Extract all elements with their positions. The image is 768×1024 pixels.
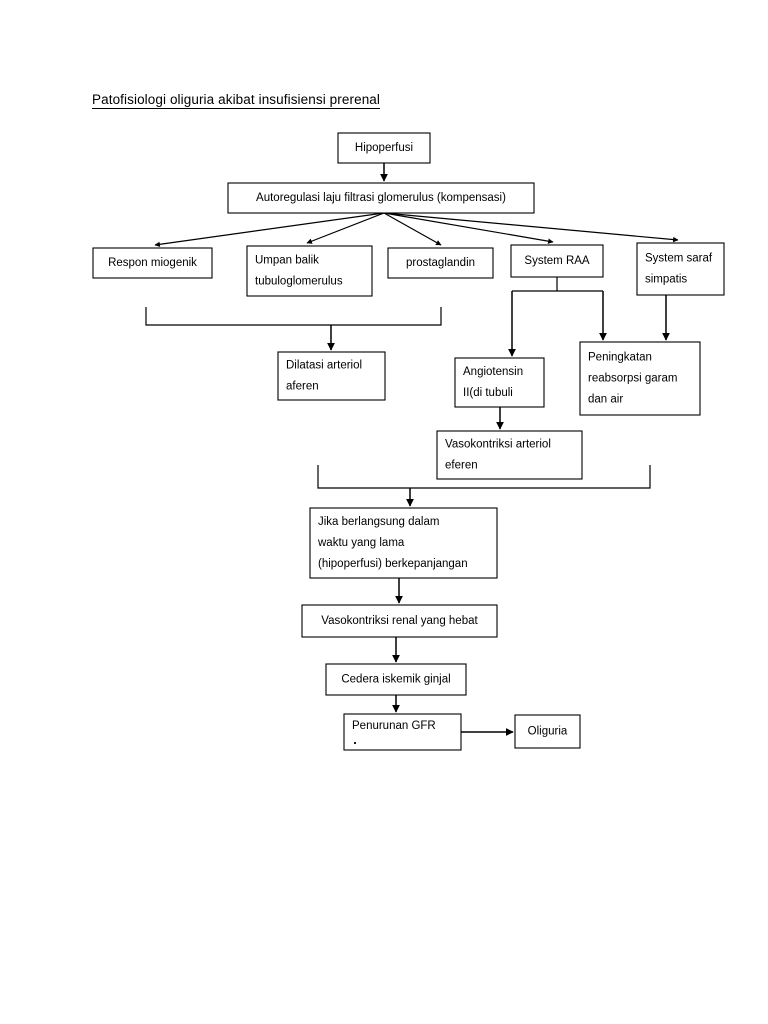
node-label-umpan-balik-line-1: Umpan balik (255, 255, 319, 267)
node-label-peningkatan-reabsorpsi-line-2: reabsorpsi garam (588, 373, 677, 385)
node-label-jika-berlangsung-line-1: Jika berlangsung dalam (318, 516, 439, 528)
node-label-cedera-iskemik: Cedera iskemik ginjal (341, 674, 450, 686)
edge-raa-split (512, 277, 603, 292)
flow-node-prostaglandin[interactable]: prostaglandin (387, 247, 494, 279)
node-box-cedera-iskemik (325, 663, 467, 696)
node-label-angiotensin-line-1: Angiotensin (463, 366, 523, 378)
edge-autoregulasi-umpan-balik (306, 212, 385, 244)
node-box-dilatasi-aferen (277, 351, 386, 401)
node-label-oliguria: Oliguria (528, 726, 568, 738)
edge-bracket-lower (317, 465, 651, 489)
node-box-system-raa (510, 244, 604, 278)
flow-node-cedera-iskemik[interactable]: Cedera iskemik ginjal (325, 663, 467, 696)
flow-node-penurunan-gfr[interactable]: Penurunan GFR (343, 713, 462, 751)
node-label-umpan-balik-line-2: tubuloglomerulus (255, 276, 343, 288)
node-box-vasokontriksi-eferen (436, 430, 583, 480)
flow-node-vasokontriksi-renal[interactable]: Vasokontriksi renal yang hebat (301, 604, 498, 638)
node-box-umpan-balik (246, 245, 373, 297)
node-box-jika-berlangsung (309, 507, 498, 579)
node-label-peningkatan-reabsorpsi-line-3: dan air (588, 394, 623, 406)
node-label-vasokontriksi-eferen-line-1: Vasokontriksi arteriol (445, 439, 551, 451)
flow-node-dilatasi-aferen[interactable]: Dilatasi arteriol aferen (277, 351, 386, 401)
flow-node-jika-berlangsung[interactable]: Jika berlangsung dalam waktu yang lama (hi… (309, 507, 498, 579)
page-title: Patofisiologi oliguria akibat insufisien… (92, 92, 381, 109)
node-label-prostaglandin: prostaglandin (406, 257, 475, 269)
stray-period-mark (353, 741, 357, 745)
flow-node-respon-miogenik[interactable]: Respon miogenik (92, 247, 213, 279)
edge-autoregulasi-saraf-simpatis (383, 212, 679, 243)
flow-node-saraf-simpatis[interactable]: System saraf simpatis (636, 242, 725, 296)
node-label-saraf-simpatis-line-1: System saraf (645, 253, 713, 265)
flow-node-system-raa[interactable]: System RAA (510, 244, 604, 278)
node-box-autoregulasi (227, 182, 535, 214)
node-label-dilatasi-aferen-line-2: aferen (286, 381, 319, 393)
flow-node-vasokontriksi-eferen[interactable]: Vasokontriksi arteriol eferen (436, 430, 583, 480)
node-label-vasokontriksi-renal: Vasokontriksi renal yang hebat (321, 615, 478, 627)
node-box-peningkatan-reabsorpsi (579, 341, 701, 416)
node-box-prostaglandin (387, 247, 494, 279)
node-box-respon-miogenik (92, 247, 213, 279)
flow-node-autoregulasi[interactable]: Autoregulasi laju filtrasi glomerulus (k… (227, 182, 535, 214)
edge-autoregulasi-prostaglandin (383, 212, 442, 246)
node-box-saraf-simpatis (636, 242, 725, 296)
node-label-angiotensin-line-2: II(di tubuli (463, 387, 513, 399)
flow-node-peningkatan-reabsorpsi[interactable]: Peningkatan reabsorpsi garam dan air (579, 341, 701, 416)
node-box-vasokontriksi-renal (301, 604, 498, 638)
edge-autoregulasi-respon-miogenik (154, 212, 385, 248)
node-label-dilatasi-aferen-line-1: Dilatasi arteriol (286, 360, 362, 372)
flow-node-umpan-balik[interactable]: Umpan balik tubuloglomerulus (246, 245, 373, 297)
node-label-system-raa: System RAA (524, 255, 590, 267)
node-label-penurunan-gfr: Penurunan GFR (352, 720, 436, 732)
node-label-respon-miogenik: Respon miogenik (108, 257, 197, 269)
flow-node-hipoperfusi[interactable]: Hipoperfusi (337, 132, 431, 164)
edge-bracket-upper (145, 307, 442, 326)
node-label-jika-berlangsung-line-3: (hipoperfusi) berkepanjangan (318, 558, 468, 570)
node-label-hipoperfusi: Hipoperfusi (355, 142, 413, 154)
node-box-angiotensin (454, 357, 545, 408)
edge-autoregulasi-system-raa (383, 212, 554, 244)
node-label-vasokontriksi-eferen-line-2: eferen (445, 460, 478, 472)
node-label-jika-berlangsung-line-2: waktu yang lama (317, 537, 405, 549)
edge-layer (145, 163, 679, 736)
node-label-saraf-simpatis-line-2: simpatis (645, 274, 687, 286)
node-box-oliguria (514, 714, 581, 749)
node-label-peningkatan-reabsorpsi-line-1: Peningkatan (588, 352, 652, 364)
node-box-hipoperfusi (337, 132, 431, 164)
flow-node-oliguria[interactable]: Oliguria (514, 714, 581, 749)
node-box-penurunan-gfr (343, 713, 462, 751)
node-label-autoregulasi: Autoregulasi laju filtrasi glomerulus (k… (256, 192, 506, 204)
